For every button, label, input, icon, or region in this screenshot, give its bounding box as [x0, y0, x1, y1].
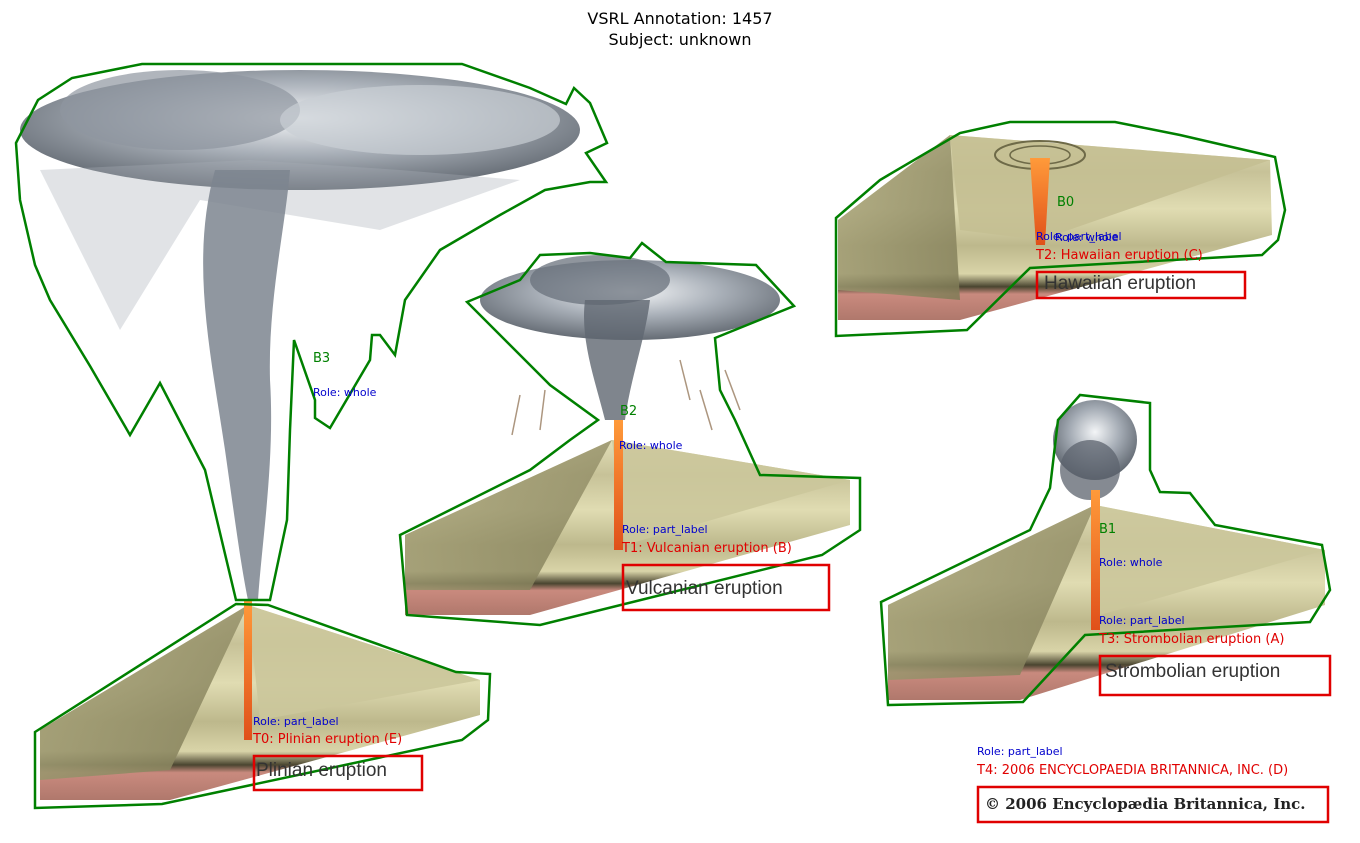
caption-hawaiian: Hawaiian eruption — [1044, 273, 1197, 294]
text-label-t0: T0: Plinian eruption (E) — [253, 732, 403, 747]
text-role-t3: Role: part_label — [1099, 614, 1185, 627]
blob-role-b1: Role: whole — [1099, 556, 1163, 569]
blob-label-b1: B1 — [1099, 522, 1117, 537]
text-role-t4: Role: part_label — [977, 745, 1063, 758]
caption-copyright: © 2006 Encyclopædia Britannica, Inc. — [985, 795, 1306, 813]
text-box-t3 — [1098, 654, 1332, 697]
text-box-t1 — [621, 563, 831, 612]
blob-label-b0: B0 — [1057, 195, 1075, 210]
blob-b3-outline — [14, 62, 609, 602]
text-label-t2: T2: Hawaiian eruption (C) — [1036, 248, 1203, 263]
text-role-t2: Role: part_label — [1036, 230, 1122, 243]
blob-label-b3: B3 — [313, 351, 331, 366]
text-box-t0 — [252, 754, 424, 792]
blob-b0-outline — [834, 120, 1287, 338]
text-box-t4 — [976, 785, 1330, 824]
text-role-t1: Role: part_label — [622, 523, 708, 536]
caption-strombolian: Strombolian eruption — [1105, 661, 1281, 682]
text-role-t0: Role: part_label — [253, 715, 339, 728]
blob-b1-outline — [879, 393, 1332, 707]
annotation-subject: Subject: unknown — [608, 30, 752, 49]
blob-role-b2: Role: whole — [619, 439, 683, 452]
text-label-t1: T1: Vulcanian eruption (B) — [622, 541, 792, 556]
blob-b3-base-outline — [33, 602, 492, 810]
caption-plinian: Plinian eruption — [256, 760, 387, 781]
text-label-t3: T3: Strombolian eruption (A) — [1099, 632, 1285, 647]
caption-vulcanian: Vulcanian eruption — [626, 578, 783, 599]
blob-role-b3: Role: whole — [313, 386, 377, 399]
annotation-title: VSRL Annotation: 1457 — [587, 9, 773, 28]
text-label-t4: T4: 2006 ENCYCLOPAEDIA BRITANNICA, INC. … — [977, 763, 1289, 778]
blob-role-b0: Role: whole — [1055, 231, 1119, 244]
hawaiian-volcano-illustration — [838, 135, 1272, 320]
vulcanian-volcano-illustration — [405, 255, 850, 615]
strombolian-volcano-illustration — [888, 400, 1325, 700]
blob-b2-outline — [398, 241, 862, 627]
plinian-volcano-illustration — [20, 70, 580, 800]
blob-label-b2: B2 — [620, 404, 638, 419]
text-box-t2 — [1035, 270, 1247, 300]
